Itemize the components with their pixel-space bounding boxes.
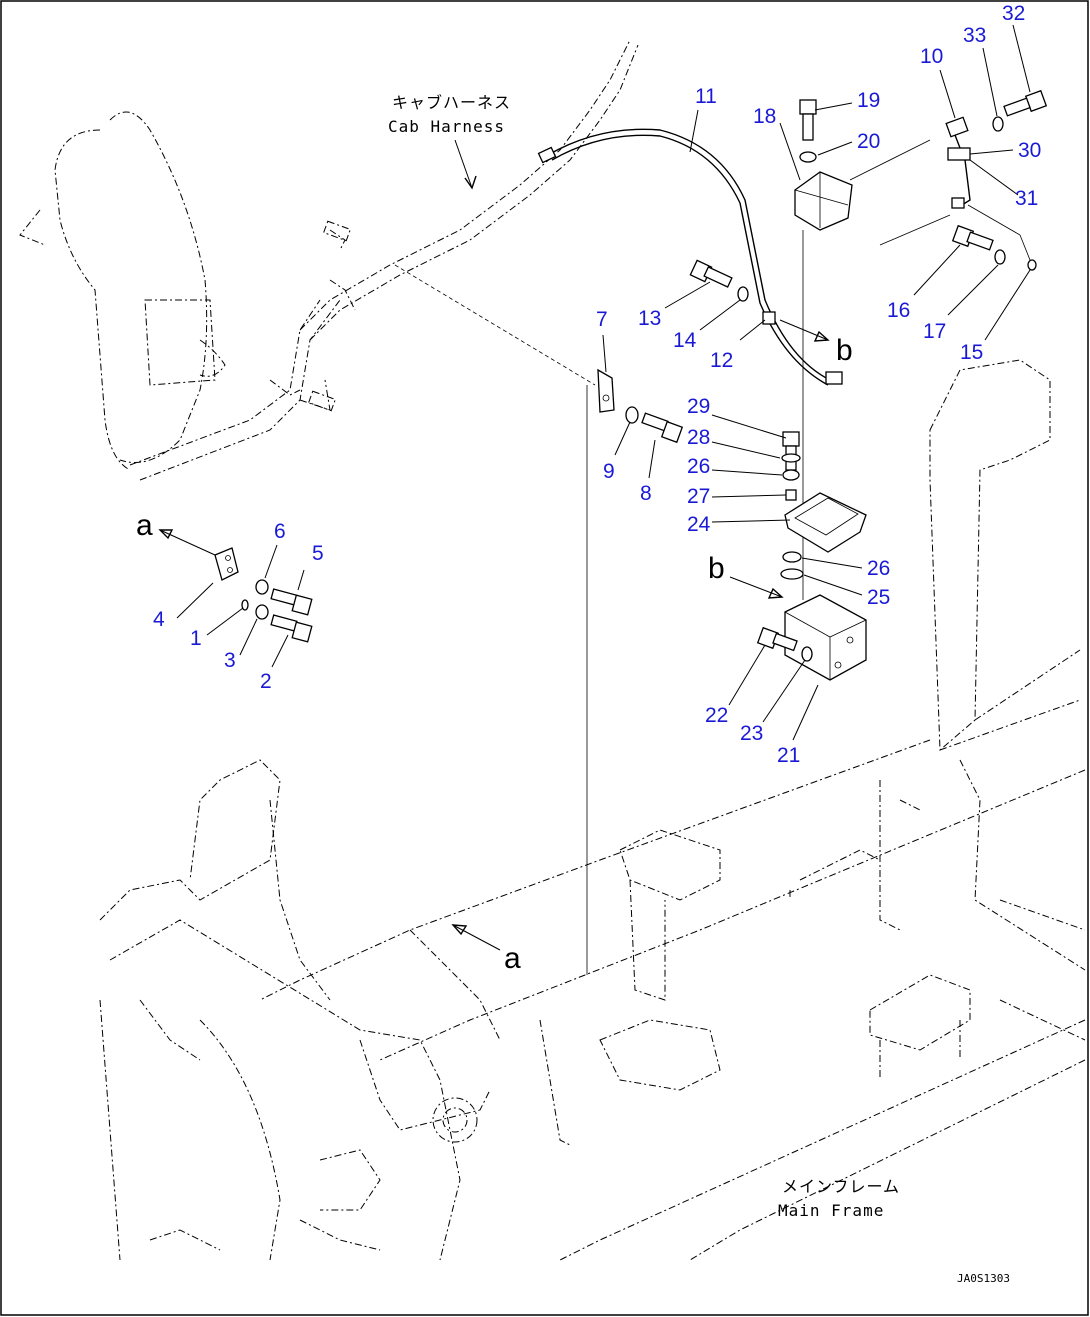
bolt-22 — [756, 626, 798, 652]
harness-11 — [537, 128, 843, 386]
callout-20: 20 — [857, 130, 880, 153]
box-21 — [784, 594, 867, 681]
callout-16: 16 — [887, 299, 910, 322]
label-cab-harness-en: Cab Harness — [388, 117, 505, 136]
callout-7: 7 — [596, 308, 608, 331]
callout-17: 17 — [923, 320, 946, 343]
label-main-frame-jp: メインフレーム — [782, 1177, 900, 1196]
spacer-27 — [785, 489, 797, 501]
callout-8: 8 — [640, 482, 652, 505]
washer-14 — [737, 286, 749, 302]
cab-frame-outline — [19, 111, 356, 481]
washer-23 — [801, 646, 813, 662]
washer-26-bottom — [782, 551, 802, 563]
callout-19: 19 — [857, 89, 880, 112]
nut-6 — [255, 579, 269, 595]
pin-1 — [241, 599, 249, 611]
washer-25 — [780, 568, 804, 580]
callout-5: 5 — [312, 542, 324, 565]
washer-26-top — [782, 469, 800, 481]
bracket-7 — [597, 368, 615, 413]
washer-3 — [255, 604, 269, 620]
callout-9: 9 — [603, 460, 615, 483]
washer-28 — [781, 453, 801, 463]
callout-26-bottom: 26 — [867, 557, 890, 580]
callout-15: 15 — [960, 341, 983, 364]
callout-30: 30 — [1018, 139, 1041, 162]
callout-10: 10 — [920, 45, 943, 68]
view-ref-b-left: b — [708, 552, 725, 585]
callouts: 1 2 3 4 5 6 7 8 9 10 11 12 13 14 15 16 1… — [153, 2, 1041, 767]
bolt-13 — [689, 259, 733, 288]
callout-2: 2 — [260, 670, 272, 693]
washer-20 — [799, 151, 817, 163]
callout-31: 31 — [1015, 187, 1038, 210]
callout-22: 22 — [705, 704, 728, 727]
washer-33 — [992, 116, 1004, 132]
clip-30-31 — [947, 147, 971, 209]
washer-17 — [994, 249, 1006, 265]
label-cab-harness-jp: キャブハーネス — [392, 93, 511, 112]
bolt-16 — [951, 224, 994, 251]
bolt-19 — [799, 99, 817, 141]
clip-15 — [1027, 259, 1037, 271]
bracket-18 — [794, 171, 853, 231]
callout-18: 18 — [753, 105, 776, 128]
callout-13: 13 — [638, 307, 661, 330]
callout-1: 1 — [190, 627, 202, 650]
callout-23: 23 — [740, 722, 763, 745]
callout-6: 6 — [274, 520, 286, 543]
bolt-5 — [270, 588, 313, 616]
view-ref-b-right: b — [836, 334, 853, 367]
callout-29: 29 — [687, 395, 710, 418]
guide-line-harness — [394, 264, 596, 386]
label-main-frame-en: Main Frame — [778, 1201, 884, 1220]
callout-24: 24 — [687, 513, 711, 536]
callout-14: 14 — [673, 329, 697, 352]
callout-27: 27 — [687, 485, 710, 508]
callout-12: 12 — [710, 349, 733, 372]
callout-11: 11 — [695, 85, 717, 108]
bolt-2 — [270, 614, 313, 643]
callout-28: 28 — [687, 426, 710, 449]
callout-26-top: 26 — [687, 455, 710, 478]
cab-bolts — [308, 220, 351, 412]
callout-21: 21 — [777, 744, 800, 767]
callout-4: 4 — [153, 608, 165, 631]
leader-lines — [176, 24, 1031, 741]
view-ref-a-bottom: a — [504, 942, 521, 975]
bracket-4 — [214, 547, 239, 581]
view-ref-a-top: a — [136, 509, 153, 542]
callout-32: 32 — [1002, 2, 1025, 25]
washer-9 — [625, 406, 639, 424]
bolt-8 — [641, 412, 684, 444]
lower-left-structure — [99, 759, 501, 1261]
controller-24 — [784, 492, 867, 553]
callout-25: 25 — [867, 586, 890, 609]
cab-harness — [299, 39, 639, 341]
callout-3: 3 — [224, 649, 236, 672]
view-ref-arrows — [158, 319, 830, 951]
main-frame-outline — [259, 359, 1086, 1261]
bolt-32 — [1003, 89, 1048, 117]
connector-10 — [945, 116, 969, 149]
callout-33: 33 — [963, 24, 986, 47]
drawing-code: JA0S1303 — [957, 1272, 1010, 1285]
